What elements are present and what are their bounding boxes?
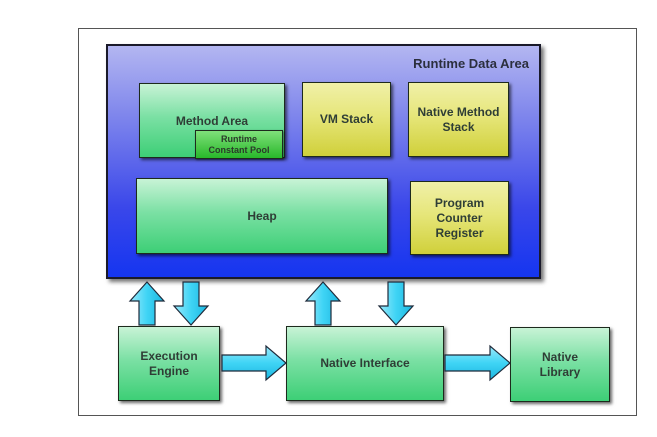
down-arrow-icon	[377, 281, 415, 326]
pc-register-line3: Register	[435, 225, 484, 240]
right-arrow-icon	[444, 344, 511, 382]
execution-engine-box: Execution Engine	[118, 326, 220, 401]
runtime-data-area-title: Runtime Data Area	[413, 56, 529, 71]
pc-register-line1: Program	[434, 195, 485, 210]
execution-engine-line2: Engine	[148, 363, 189, 378]
right-arrow-icon	[221, 344, 287, 382]
native-interface-label: Native Interface	[320, 356, 410, 370]
down-arrow-icon	[172, 281, 210, 326]
native-interface-box: Native Interface	[286, 326, 444, 401]
vm-stack-box: VM Stack	[302, 82, 391, 157]
pc-register-line2: Counter	[436, 210, 483, 225]
native-method-stack-box: Native Method Stack	[408, 82, 509, 157]
native-library-line2: Library	[539, 364, 581, 379]
constant-pool-line2: Constant Pool	[208, 144, 270, 155]
native-method-stack-line1: Native Method	[417, 104, 500, 119]
native-library-box: Native Library	[510, 327, 610, 402]
native-method-stack-line2: Stack	[442, 119, 475, 134]
vm-stack-label: VM Stack	[319, 112, 374, 126]
up-arrow-icon	[304, 281, 342, 326]
up-arrow-icon	[128, 281, 166, 326]
constant-pool-line1: Runtime	[221, 133, 257, 144]
execution-engine-line1: Execution	[140, 348, 198, 363]
runtime-constant-pool-box: Runtime Constant Pool	[195, 130, 283, 159]
native-library-line1: Native	[541, 349, 579, 364]
heap-box: Heap	[136, 178, 388, 254]
method-area-label: Method Area	[175, 114, 249, 128]
heap-label: Heap	[247, 208, 277, 223]
pc-register-box: Program Counter Register	[410, 181, 509, 255]
